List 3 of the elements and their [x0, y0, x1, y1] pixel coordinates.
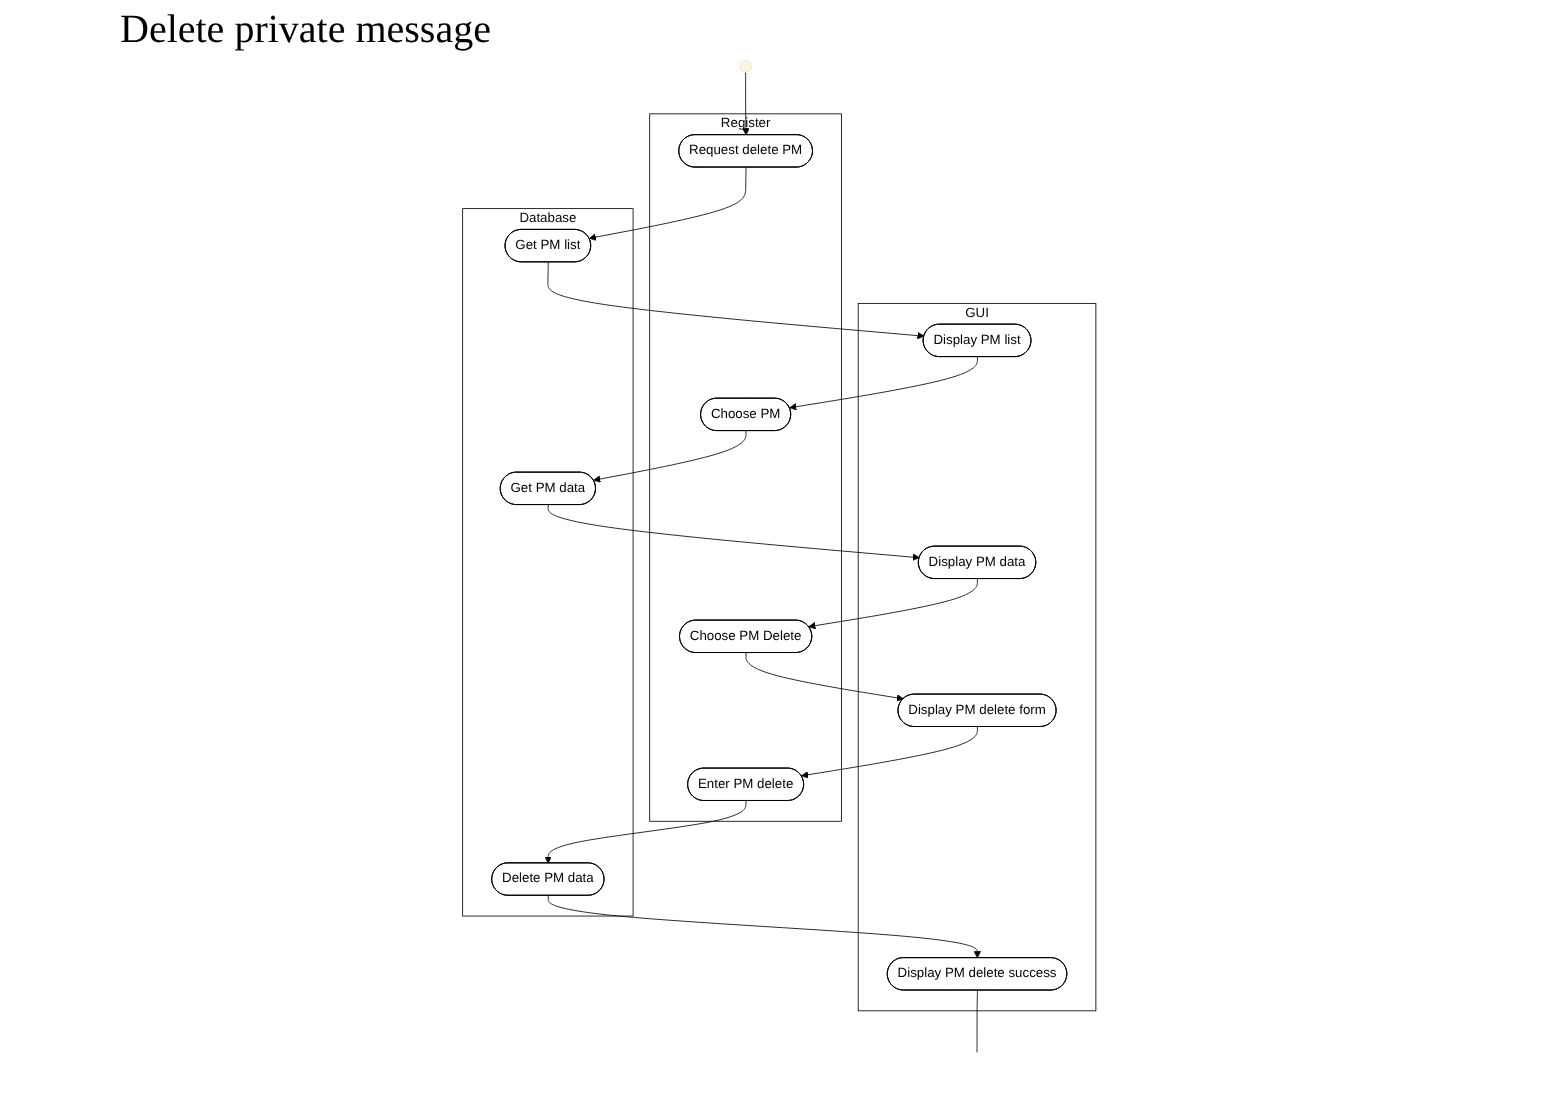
connector — [977, 990, 979, 1053]
diagram-title: Delete private message — [120, 8, 491, 54]
node-circle — [740, 60, 753, 73]
